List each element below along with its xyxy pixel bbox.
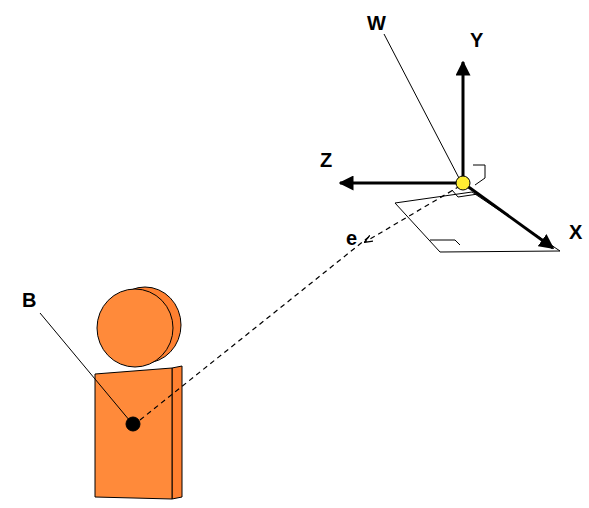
plane xyxy=(395,165,560,252)
person-figure xyxy=(95,287,182,499)
origin-point xyxy=(456,176,470,190)
point-label: B xyxy=(22,290,36,310)
axis-label: X xyxy=(569,222,582,242)
leader-lines xyxy=(40,34,460,421)
axis-label: Y xyxy=(470,30,483,50)
sight-line xyxy=(140,186,460,420)
point-label: W xyxy=(367,13,386,33)
axis-label: Z xyxy=(320,150,332,170)
vector-label: e xyxy=(346,228,357,248)
